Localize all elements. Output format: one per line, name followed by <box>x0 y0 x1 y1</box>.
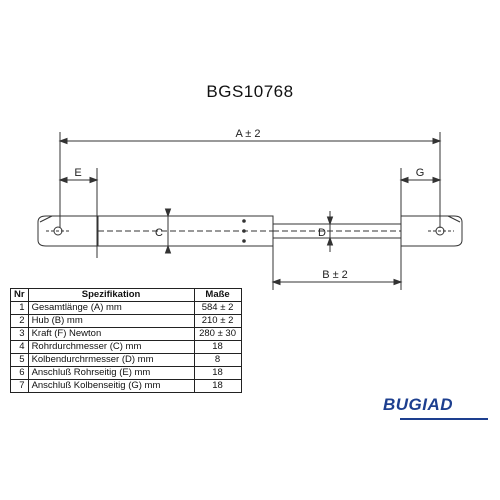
logo-underline <box>400 418 488 420</box>
row-nr: 2 <box>10 314 29 328</box>
row-value: 8 <box>193 353 242 367</box>
header-value: Maße <box>193 288 242 302</box>
row-spec: Anschluß Kolbenseitig (G) mm <box>27 379 195 393</box>
row-value: 210 ± 2 <box>193 314 242 328</box>
specification-table: Nr Spezifikation Maße 1 Gesamtlänge (A) … <box>10 288 242 393</box>
table-row: 3 Kraft (F) Newton 280 ± 30 <box>10 327 242 341</box>
row-value: 18 <box>193 340 242 354</box>
row-nr: 3 <box>10 327 29 341</box>
dim-d-label: D <box>318 227 326 239</box>
header-nr: Nr <box>10 288 29 302</box>
row-nr: 7 <box>10 379 29 393</box>
table-row: 7 Anschluß Kolbenseitig (G) mm 18 <box>10 379 242 393</box>
table-row: 6 Anschluß Rohrseitig (E) mm 18 <box>10 366 242 380</box>
dim-a-label: A ± 2 <box>236 128 261 140</box>
row-spec: Gesamtlänge (A) mm <box>27 301 195 315</box>
row-value: 584 ± 2 <box>193 301 242 315</box>
row-spec: Kolbendurchrmesser (D) mm <box>27 353 195 367</box>
table-row: 5 Kolbendurchrmesser (D) mm 8 <box>10 353 242 367</box>
row-spec: Kraft (F) Newton <box>27 327 195 341</box>
right-end-fitting <box>400 215 463 247</box>
row-spec: Rohrdurchmesser (C) mm <box>27 340 195 354</box>
row-nr: 5 <box>10 353 29 367</box>
row-value: 280 ± 30 <box>193 327 242 341</box>
dim-e-arrow-left <box>58 176 68 184</box>
dim-g-arrow-right <box>432 176 442 184</box>
row-value: 18 <box>193 366 242 380</box>
dim-g-arrow-left <box>399 176 409 184</box>
part-number-title: BGS10768 <box>206 82 294 101</box>
dim-b-arrow-right <box>393 278 403 286</box>
table-row: 1 Gesamtlänge (A) mm 584 ± 2 <box>10 301 242 315</box>
dim-a-arrow-left <box>58 137 68 145</box>
row-spec: Hub (B) mm <box>27 314 195 328</box>
table-header-row: Nr Spezifikation Maße <box>10 288 242 302</box>
dim-a-arrow-right <box>432 137 442 145</box>
table-row: 2 Hub (B) mm 210 ± 2 <box>10 314 242 328</box>
dim-b-label: B ± 2 <box>322 269 348 281</box>
table-row: 4 Rohrdurchmesser (C) mm 18 <box>10 340 242 354</box>
bugiad-logo: BUGIAD <box>383 395 454 414</box>
dim-b-arrow-left <box>271 278 281 286</box>
dim-g-label: G <box>416 167 425 179</box>
row-nr: 1 <box>10 301 29 315</box>
row-value: 18 <box>193 379 242 393</box>
row-nr: 4 <box>10 340 29 354</box>
dim-e-label: E <box>74 167 81 179</box>
dim-e-arrow-right <box>89 176 99 184</box>
row-spec: Anschluß Rohrseitig (E) mm <box>27 366 195 380</box>
header-spec: Spezifikation <box>27 288 195 302</box>
row-nr: 6 <box>10 366 29 380</box>
dim-c-label: C <box>155 227 163 239</box>
